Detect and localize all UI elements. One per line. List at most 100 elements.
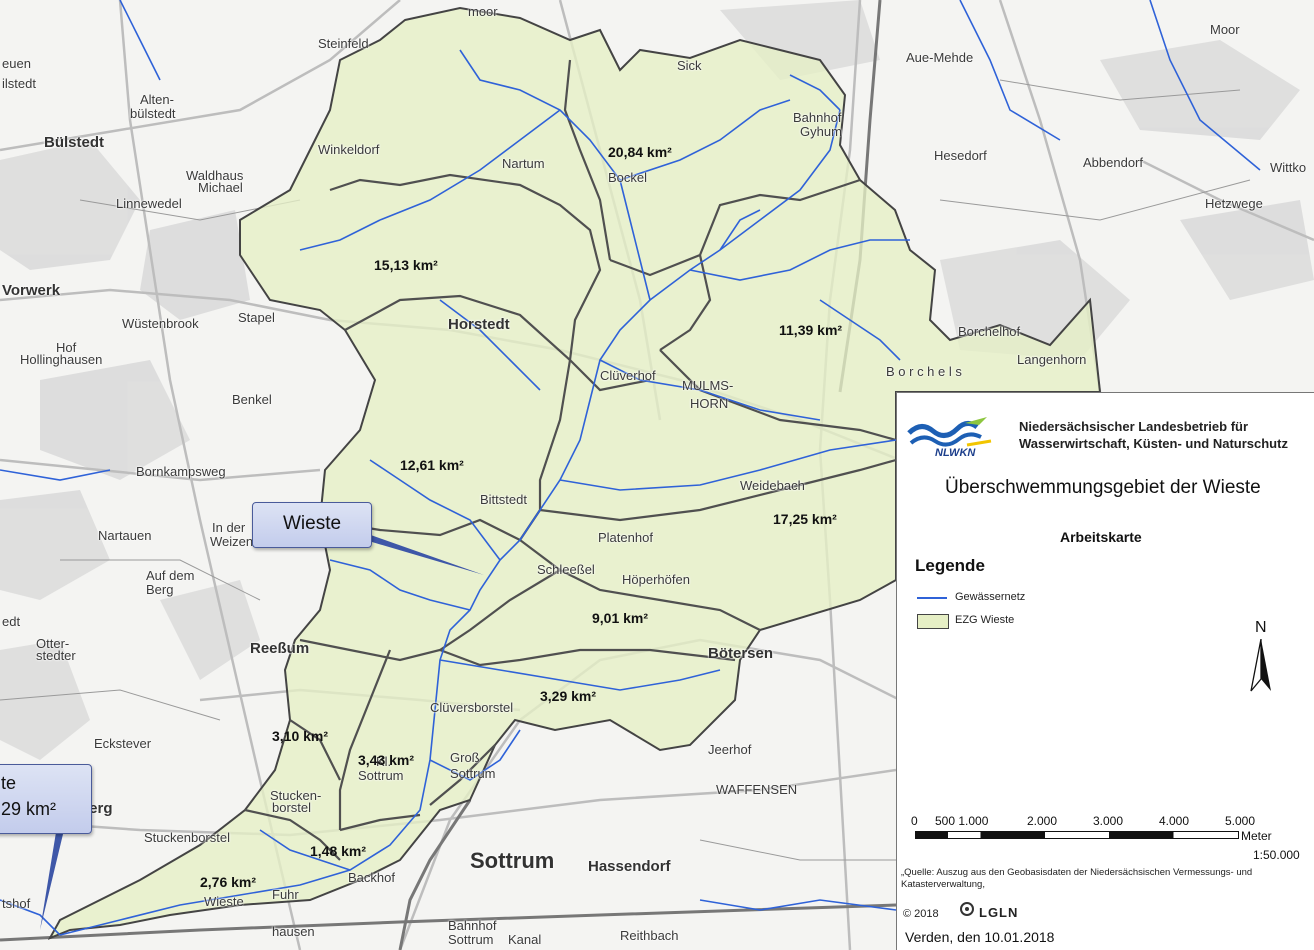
place-label: Fuhr <box>272 887 299 902</box>
place-label: edt <box>2 614 21 629</box>
place-label: Jeerhof <box>708 742 752 757</box>
place-label: Stucken- <box>270 788 322 803</box>
catchment-symbol <box>917 614 949 629</box>
wieste-callout-label: Wieste <box>283 513 342 534</box>
outlet-callout-line1: te <box>1 773 17 793</box>
sub-catchment-area-label: 11,39 km² <box>779 322 843 338</box>
source-line1: „Quelle: Auszug aus den Geobasisdaten de… <box>901 867 1253 878</box>
place-label: Stuckenborstel <box>144 830 230 845</box>
place-label: Horstedt <box>448 316 510 333</box>
sub-catchment-area-label: 9,01 km² <box>592 610 649 626</box>
place-label: Auf dem <box>146 568 195 583</box>
place-label: Steinfeld <box>318 36 369 51</box>
place-label: Linnewedel <box>116 196 182 211</box>
place-label: Vorwerk <box>2 282 61 299</box>
place-label: borstel <box>272 800 312 815</box>
place-label: Bülstedt <box>44 134 104 151</box>
water-network-symbol <box>917 597 947 599</box>
scale-bar <box>915 831 1239 839</box>
place-label: Weidebach <box>740 478 805 493</box>
place-label: Groß <box>450 750 480 765</box>
outlet-callout[interactable]: te 29 km² <box>0 764 92 834</box>
place-label: Weizen <box>210 534 254 549</box>
scale-tick-4: 4.000 <box>1159 814 1190 828</box>
place-label: tshof <box>2 896 31 911</box>
lgln-logo: LGLN <box>979 905 1019 920</box>
place-label: Backhof <box>348 870 395 885</box>
place-label: bülstedt <box>130 106 176 121</box>
sub-catchment-area-label: 3,29 km² <box>540 688 597 704</box>
place-label: Gyhum <box>800 124 842 139</box>
place-label: B o r c h e l s <box>886 364 962 379</box>
place-label: Otter- <box>36 636 70 651</box>
left-callout-pointer <box>40 820 64 930</box>
org-name-line2: Wasserwirtschaft, Küsten- und Naturschut… <box>1019 436 1288 451</box>
lgln-logo-icon <box>960 902 974 916</box>
place-label: Bötersen <box>708 645 774 662</box>
scale-tick-3: 3.000 <box>1093 814 1124 828</box>
place-label: Borchelhof <box>958 324 1021 339</box>
place-label: Benkel <box>232 392 272 407</box>
place-label: Sottrum <box>448 932 494 947</box>
place-label: Platenhof <box>598 530 653 545</box>
place-label: Nartauen <box>98 528 152 543</box>
place-label: Hof <box>56 340 77 355</box>
place-label: Reeßum <box>250 640 310 657</box>
sub-catchment-area-label: 20,84 km² <box>608 144 672 160</box>
place-label: MULMS- <box>682 378 734 393</box>
place-label: Langenhorn <box>1017 352 1087 367</box>
place-label: Alten- <box>140 92 174 107</box>
place-label: Hesedorf <box>934 148 987 163</box>
map-subtitle: Arbeitskarte <box>1060 529 1142 545</box>
sub-catchment-area-label: 12,61 km² <box>400 457 464 473</box>
place-label: Waldhaus <box>186 168 244 183</box>
sub-catchment-area-label: 3,43 km² <box>358 752 415 768</box>
place-label: Kl. <box>376 754 392 769</box>
sub-catchment-area-label: 15,13 km² <box>374 257 438 273</box>
place-label: stedter <box>36 648 76 663</box>
place-label: Moor <box>1210 22 1240 37</box>
place-label: hausen <box>272 924 315 939</box>
map-title: Überschwemmungsgebiet der Wieste <box>945 477 1261 498</box>
wieste-callout-pointer <box>368 534 484 575</box>
place-label: WAFFENSEN <box>716 782 798 797</box>
org-name-line1: Niedersächsischer Landesbetrieb für <box>1019 419 1249 434</box>
place-label: Clüverhof <box>600 368 656 383</box>
scale-tick-5: 5.000 <box>1225 814 1256 828</box>
place-label: Clüversborstel <box>430 700 514 715</box>
north-arrow-icon <box>1250 639 1271 692</box>
place-label: Kanal <box>508 932 542 947</box>
place-label: Bahnhof <box>793 110 842 125</box>
place-label: HORN <box>690 396 729 411</box>
river-network <box>0 0 1261 936</box>
place-label: Sottrum <box>358 768 404 783</box>
legend-heading: Legende <box>915 556 985 575</box>
scale-unit: Meter <box>1241 829 1272 843</box>
place-label: ilstedt <box>2 76 36 91</box>
sub-catchment-area-label: 3,10 km² <box>272 728 329 744</box>
place-label: In der <box>212 520 246 535</box>
scale-ratio: 1:50.000 <box>1253 848 1300 862</box>
place-label: Sick <box>677 58 702 73</box>
place-label: Eckstever <box>94 736 152 751</box>
place-label: Schleeßel <box>537 562 595 577</box>
scale-tick-0: 0 <box>911 814 918 828</box>
legend-panel: NLWKN Niedersächsischer Landesbetrieb fü… <box>896 392 1314 950</box>
sub-catchment-area-label: 1,48 km² <box>310 843 367 859</box>
place-label: Hassendorf <box>588 858 671 875</box>
place-label: Bornkampsweg <box>136 464 226 479</box>
north-label: N <box>1255 619 1267 636</box>
place-label: Michael <box>198 180 243 195</box>
legend-item-water: Gewässernetz <box>955 591 1026 603</box>
sub-catchment-area-label: 17,25 km² <box>773 511 837 527</box>
date-line: Verden, den 10.01.2018 <box>905 929 1055 945</box>
wieste-callout[interactable]: Wieste <box>252 502 372 548</box>
place-label: Bittstedt <box>480 492 527 507</box>
outlet-callout-line2: 29 km² <box>1 799 57 819</box>
place-label: Sottrum <box>450 766 496 781</box>
nlwkn-abbr: NLWKN <box>935 447 976 459</box>
scale-tick-1: 500 1.000 <box>935 814 989 828</box>
nlwkn-logo <box>907 417 992 447</box>
legend-item-catchment: EZG Wieste <box>955 614 1015 626</box>
place-label: moor <box>468 4 498 19</box>
